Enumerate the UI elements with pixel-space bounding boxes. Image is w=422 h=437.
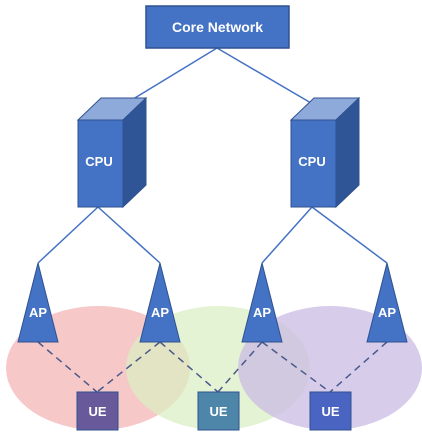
wireless-link-ap1-ue1 xyxy=(37,341,98,393)
access-point-4: AP xyxy=(366,262,408,343)
cpu-label: CPU xyxy=(85,154,112,169)
link-cpu2-ap3 xyxy=(261,206,313,264)
wireless-link-ap2-ue2 xyxy=(159,341,219,393)
link-core-cpu-right xyxy=(216,47,324,111)
wireless-link-ap4-ue3 xyxy=(329,341,388,393)
user-equipment-2: UE xyxy=(197,391,240,431)
ue-label: UE xyxy=(88,404,106,419)
user-equipment-1: UE xyxy=(76,391,119,431)
core-network-label: Core Network xyxy=(172,19,263,35)
cpu-node-right: CPU xyxy=(289,96,361,209)
access-point-1: AP xyxy=(17,262,59,343)
core-network-node: Core Network xyxy=(145,5,290,49)
access-point-3: AP xyxy=(241,262,283,343)
link-cpu1-ap2 xyxy=(97,206,161,264)
ap-label: AP xyxy=(253,305,271,320)
wireless-link-ap2-ue1 xyxy=(96,341,161,393)
wireless-link-ap3-ue3 xyxy=(261,341,331,393)
ue-label: UE xyxy=(209,404,227,419)
access-point-2: AP xyxy=(139,262,181,343)
cpu-label: CPU xyxy=(298,154,325,169)
link-cpu1-ap1 xyxy=(37,206,99,264)
ap-label: AP xyxy=(151,305,169,320)
cpu-node-left: CPU xyxy=(76,96,148,209)
ap-label: AP xyxy=(378,305,396,320)
ap-label: AP xyxy=(29,305,47,320)
link-cpu2-ap4 xyxy=(311,206,388,264)
ue-label: UE xyxy=(321,404,339,419)
user-equipment-3: UE xyxy=(309,391,352,431)
